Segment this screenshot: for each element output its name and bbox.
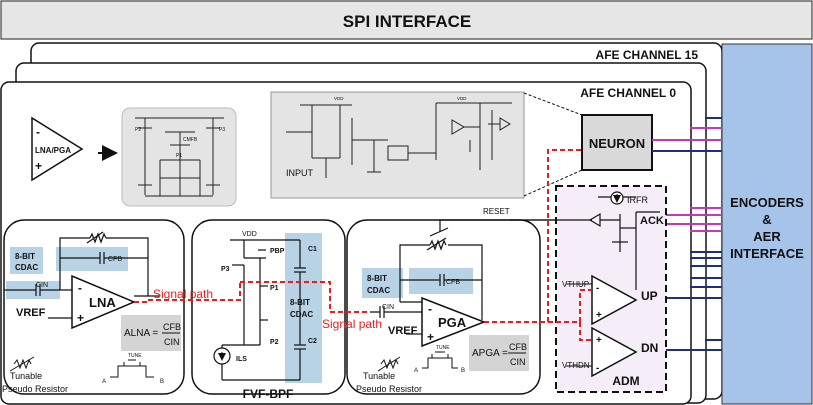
neuron-input-label: INPUT (286, 168, 314, 178)
encoder-line3: AER (753, 229, 781, 244)
neuron-circuit-panel: INPUT VDD VDD (270, 91, 525, 199)
bpf-c2: C2 (308, 338, 317, 345)
signal-path (134, 149, 592, 341)
pga-cfb-label: CFB (446, 279, 460, 286)
lna-tune-switch (110, 359, 154, 378)
adm-comparator-up (591, 274, 638, 326)
pga-tunable-label1: Tunable (363, 371, 395, 381)
zoom-line-bottom (523, 169, 583, 197)
pga-amp-label: PGA (438, 315, 467, 330)
lna-cfb-box (56, 247, 128, 271)
encoder-line2: & (762, 212, 771, 227)
adm-up-minus: - (596, 283, 599, 294)
spi-title: SPI INTERFACE (343, 12, 471, 31)
lna-cfb-label: CFB (108, 256, 122, 263)
lnapga-plus: + (35, 159, 42, 173)
adm-up: UP (641, 289, 658, 303)
pga-gain-lhs: APGA = (472, 348, 508, 359)
pga-cdac-line1: 8-BIT (367, 274, 387, 283)
bpf-cdac-line1: 8-BIT (290, 298, 310, 307)
encoder-line4: INTERFACE (730, 246, 804, 261)
lna-block: 8-BIT CDAC - + LNA CFB CIN VREF ALNA = C… (2, 219, 185, 395)
pga-cfb-box (409, 268, 473, 294)
pga-reset-label: RESET (483, 207, 510, 216)
lna-gain-lhs: ALNA = (124, 328, 158, 339)
adm-comparator-dn (591, 326, 638, 378)
pga-minus: - (428, 302, 432, 316)
neuron-vdd-a: VDD (334, 96, 344, 101)
pga-cin-label: CIN (382, 304, 394, 311)
channel-15-label: AFE CHANNEL 15 (596, 48, 699, 62)
bpf-p1: P1 (270, 285, 279, 292)
encoder-line1: ENCODERS (730, 195, 804, 210)
bpf-pbp: PBP (270, 248, 285, 255)
spi-interface-bar: SPI INTERFACE (0, 0, 813, 40)
pga-cdac-line2: CDAC (367, 286, 390, 295)
pga-gain-num: CFB (509, 342, 527, 352)
signal-path-label-1: Signal path (153, 287, 213, 301)
bpf-cdac-strip (285, 233, 322, 383)
lna-amp-triangle (71, 274, 136, 330)
lna-cdac-line2: CDAC (15, 263, 38, 272)
adm-dn-minus: - (596, 363, 599, 374)
channel-0-label: AFE CHANNEL 0 (580, 86, 676, 100)
bpf-ils: ILS (236, 356, 247, 363)
tunable-label1: Tunable (10, 371, 42, 381)
panel-p2: P2 (135, 127, 141, 133)
panel-p1: P1 (176, 153, 182, 159)
bpf-vdd: VDD (242, 231, 257, 238)
opamp-transistor-panel: P2 P3 CMFB P1 (121, 107, 237, 207)
bpf-block: VDD PBP P3 P1 P2 ILS C1 C2 8-BIT CDAC FV… (191, 219, 346, 401)
pga-plus: + (427, 330, 434, 344)
signal-path-label-2: Signal path (322, 317, 382, 331)
pga-amp-triangle (421, 296, 487, 348)
lna-tune-a: A (102, 379, 106, 385)
lna-cin-label: CIN (36, 282, 48, 289)
adm-up-plus: + (596, 310, 602, 321)
neuron-vdd-b: VDD (457, 96, 467, 101)
adm-dn-plus: + (596, 335, 602, 346)
lna-cdac-line1: 8-BIT (15, 252, 35, 261)
pga-tune-label: TUNE (436, 345, 450, 351)
tunable-label2: Pseudo Resistor (2, 384, 68, 394)
pga-vref-label: VREF (388, 325, 418, 337)
lna-minus: - (78, 281, 82, 295)
adm-dn: DN (641, 341, 658, 355)
lnapga-minus: - (36, 125, 40, 139)
pga-tunable-label2: Pseudo Resistor (356, 384, 422, 394)
lna-vref-label: VREF (16, 307, 46, 319)
neuron-block: NEURON (581, 114, 653, 171)
encoder-block: ENCODERS & AER INTERFACE (721, 43, 813, 405)
bpf-p3: P3 (221, 266, 230, 273)
zoom-line-top (523, 92, 583, 116)
lnapga-label: LNA/PGA (35, 146, 71, 155)
pga-tune-b: B (461, 368, 465, 374)
bpf-cdac-line2: CDAC (290, 310, 313, 319)
lna-cdac-box (10, 247, 43, 274)
lna-tune-b: B (160, 379, 164, 385)
bpf-p2: P2 (270, 339, 279, 346)
pga-gain-den: CIN (510, 357, 526, 367)
neuron-label: NEURON (589, 136, 645, 151)
panel-cmfb: CMFB (183, 137, 198, 143)
pga-tune-a: A (414, 368, 418, 374)
lna-tune-label: TUNE (128, 353, 142, 359)
adm-block: IRFR ACK - + + - VTHUP VTHDN UP DN ADM (510, 185, 667, 393)
lna-plus: + (77, 311, 84, 325)
pga-block: RESET 8-BIT CDAC - + PGA CFB CIN VREF AP… (346, 207, 592, 395)
lnapga-symbol: - + LNA/PGA (31, 116, 118, 182)
panel-p3: P3 (219, 127, 225, 133)
adm-name: ADM (612, 374, 639, 388)
bpf-c1: C1 (308, 246, 317, 253)
adm-irfr: IRFR (627, 195, 648, 205)
pga-cdac-box (362, 268, 403, 298)
adm-ack: ACK (640, 215, 664, 227)
bpf-name: FVF-BPF (243, 387, 294, 401)
lna-gain-den: CIN (164, 337, 180, 347)
lna-amp-label: LNA (89, 295, 116, 310)
lna-gain-num: CFB (163, 322, 181, 332)
pga-tune-switch (422, 351, 458, 369)
